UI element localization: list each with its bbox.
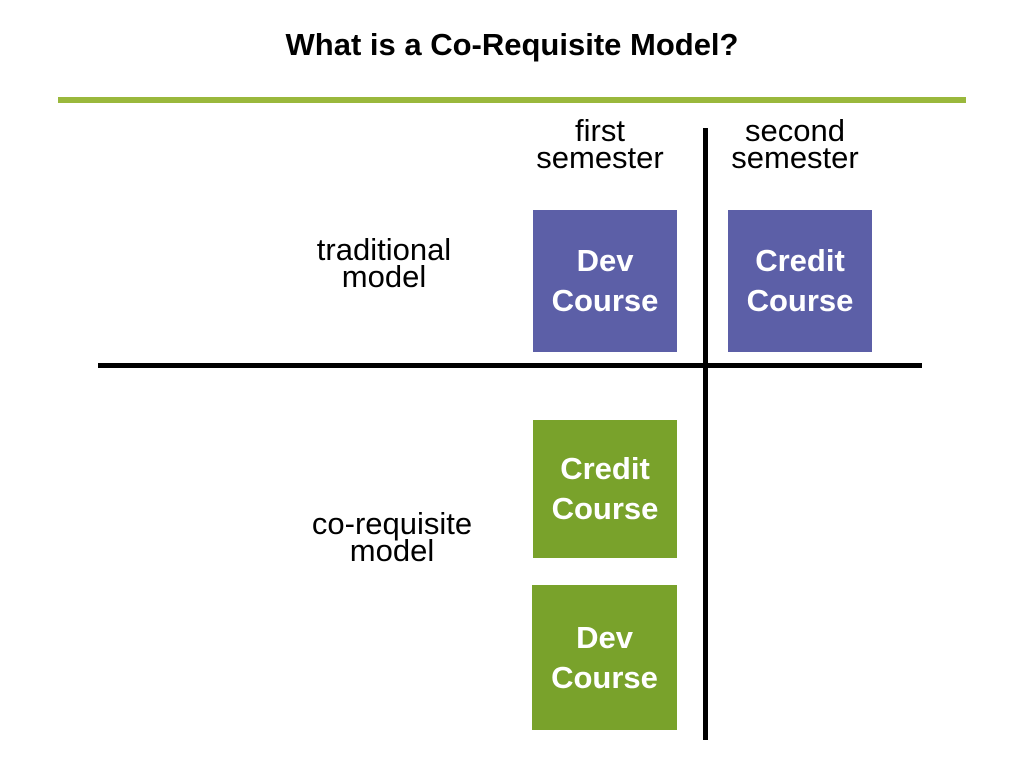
title-underline-rule — [58, 97, 966, 103]
horizontal-divider-line — [98, 363, 922, 368]
row-header-line: model — [341, 259, 427, 294]
course-box-line: Dev — [576, 243, 634, 278]
course-box-line: Course — [746, 283, 854, 318]
dev-course-box-traditional-first: Dev Course — [533, 210, 677, 352]
row-header-line: traditional — [316, 232, 452, 267]
row-header-line: co-requisite — [311, 506, 473, 541]
course-box-line: Credit — [755, 243, 845, 278]
course-box-line: Course — [551, 283, 659, 318]
dev-course-box-corequisite-first: Dev Course — [532, 585, 677, 730]
column-header-line: semester — [536, 140, 664, 175]
credit-course-box-traditional-second: Credit Course — [728, 210, 872, 352]
column-header-first-semester: first semester — [510, 113, 690, 175]
course-box-line: Credit — [560, 451, 650, 486]
row-header-corequisite-model: co-requisite model — [292, 506, 492, 568]
course-box-line: Course — [551, 491, 659, 526]
vertical-divider-line — [703, 128, 708, 740]
column-header-line: semester — [731, 140, 859, 175]
course-box-line: Dev — [576, 619, 633, 655]
course-box-line: Course — [551, 659, 658, 695]
column-header-second-semester: second semester — [710, 113, 880, 175]
row-header-traditional-model: traditional model — [284, 232, 484, 294]
row-header-line: model — [349, 533, 435, 568]
credit-course-box-corequisite-first: Credit Course — [533, 420, 677, 558]
column-header-line: first — [575, 113, 625, 148]
column-header-line: second — [745, 113, 845, 148]
slide-title: What is a Co-Requisite Model? — [285, 27, 739, 62]
